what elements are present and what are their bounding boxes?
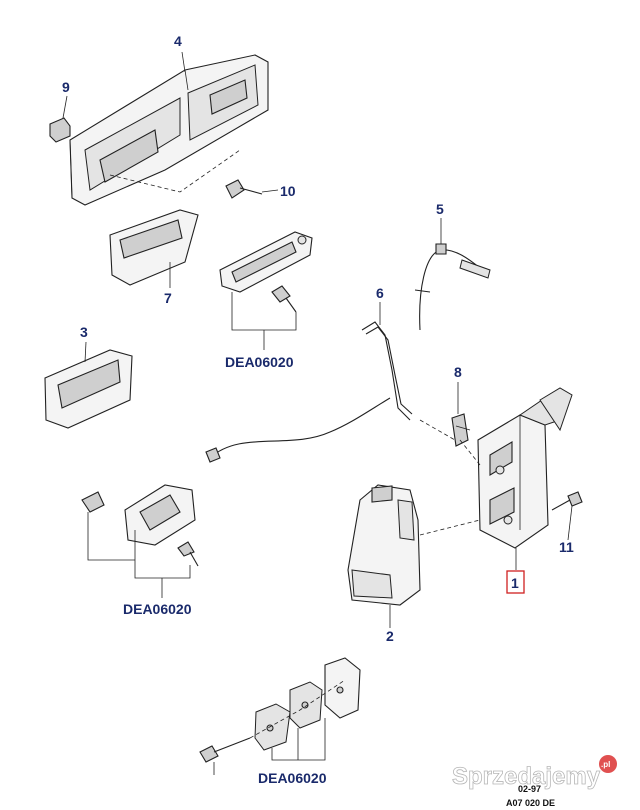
watermark-text: Sprzedajemy <box>452 763 601 790</box>
callout-9: 9 <box>62 79 70 95</box>
part-7-pull-cup <box>109 209 199 286</box>
part-4-handle-bezel <box>69 54 269 206</box>
bracket-ref-c <box>213 718 326 775</box>
callout-5: 5 <box>436 201 444 217</box>
ref-label-c: DEA06020 <box>258 770 327 786</box>
callout-10: 10 <box>280 183 296 199</box>
callout-6: 6 <box>376 285 384 301</box>
dash-guide-1 <box>419 439 481 536</box>
part-10-screw <box>225 179 263 199</box>
leader-4 <box>181 51 186 73</box>
highlight-box-part-1 <box>506 570 525 594</box>
bottom-bracket-assembly <box>199 657 361 763</box>
callout-3: 3 <box>80 324 88 340</box>
callout-7: 7 <box>164 290 172 306</box>
part-11-bolt <box>551 491 583 511</box>
watermark-badge-text: .pl <box>601 760 610 769</box>
leader-10 <box>261 189 279 193</box>
callout-2: 2 <box>386 628 394 644</box>
callout-4: 4 <box>174 33 182 49</box>
leader-3 <box>84 341 87 363</box>
callout-11: 11 <box>559 539 574 555</box>
callout-8: 8 <box>454 364 462 380</box>
inner-handle-assembly <box>219 231 313 313</box>
callout-1: 1 <box>511 575 519 591</box>
connecting-cable <box>205 397 391 463</box>
date-code: 02-97 <box>518 784 541 794</box>
part-3-outer-handle <box>44 349 133 429</box>
part-9-clip <box>49 117 71 143</box>
part-1-lock-mechanism <box>477 387 573 549</box>
watermark: Sprzedajemy .pl <box>452 755 617 790</box>
leader-9 <box>62 95 68 119</box>
ref-label-a: DEA06020 <box>225 354 294 370</box>
dash-guide-10 <box>109 149 241 193</box>
striker-assembly <box>81 484 199 567</box>
part-2-cover <box>347 484 421 606</box>
drawing-code: A07 020 DE <box>506 798 555 808</box>
part-6-rod <box>361 321 413 421</box>
dash-guide-8 <box>419 419 456 441</box>
ref-label-b: DEA06020 <box>123 601 192 617</box>
watermark-badge-icon <box>599 755 617 773</box>
bracket-ref-b <box>87 512 191 579</box>
part-5-cable <box>414 243 491 331</box>
dash-guide-bottom <box>249 679 346 739</box>
part-8-clip <box>451 413 471 447</box>
leader-11 <box>567 505 573 541</box>
